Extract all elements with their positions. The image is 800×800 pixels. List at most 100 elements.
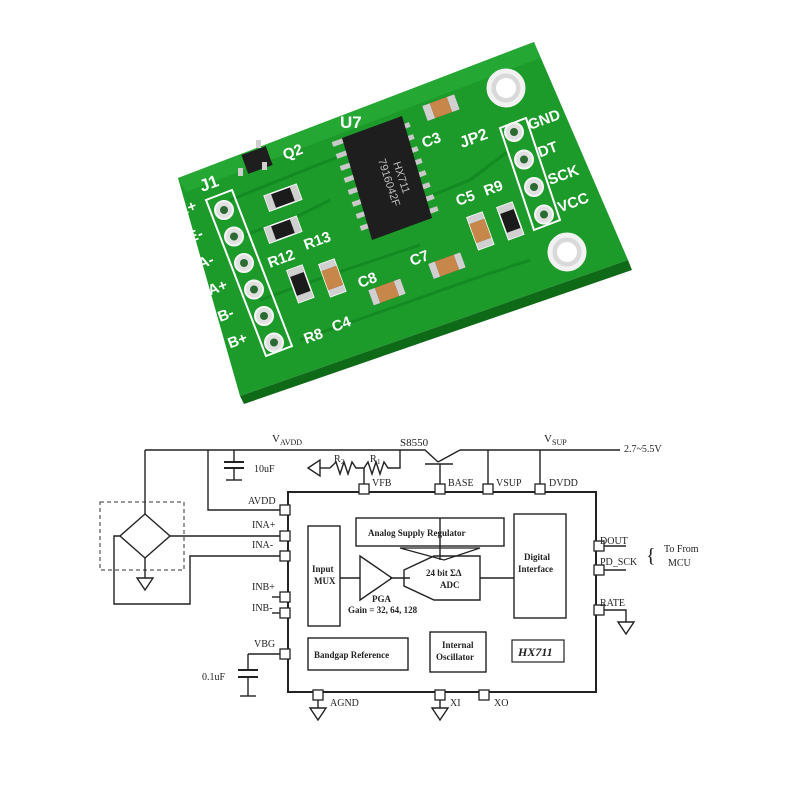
pin-avdd: AVDD	[248, 496, 276, 507]
rail-vsup-prefix: V	[544, 433, 552, 445]
mux-label-line1: Input	[312, 564, 334, 574]
r2-label: R	[334, 454, 341, 465]
jp2-pad-hole-2	[520, 155, 528, 164]
r1-subscript: 1	[377, 458, 381, 466]
pin-base: BASE	[448, 478, 474, 489]
silk-c3: C3	[420, 129, 444, 152]
regulator-label: Analog Supply Regulator	[368, 528, 466, 538]
rate-ground-symbol	[616, 621, 636, 636]
supply-range: 2.7~5.5V	[624, 444, 662, 455]
agnd-ground-symbol	[308, 707, 328, 722]
hx711-chip: HX711 7916042F	[331, 116, 439, 240]
j1-pad-hole-3	[240, 259, 248, 267]
mounting-hole-bottom-center	[557, 242, 577, 262]
pin-inb-plus: INB+	[252, 582, 275, 593]
adc-block	[403, 555, 481, 601]
silk-c5: C5	[454, 187, 478, 210]
jp2-outline	[498, 116, 562, 232]
gain-label: Gain = 32, 64, 128	[348, 605, 418, 615]
pin-rate: RATE	[600, 598, 625, 609]
osc-label-line2: Oscillator	[436, 652, 474, 662]
chip-name-label: HX711	[517, 645, 553, 659]
silk-c7: C7	[408, 247, 432, 270]
schematic-wires	[113, 449, 627, 708]
mcu-label-line1: To From	[664, 544, 699, 555]
silk-r9: R9	[482, 177, 506, 200]
avdd-capacitor	[224, 461, 244, 481]
pin-inb-minus: INB-	[252, 603, 273, 614]
j1-pin-label-3: A-	[196, 251, 217, 272]
bridge-dashed-box	[99, 501, 185, 571]
osc-label-line1: Internal	[442, 640, 474, 650]
jp2-pad-hole-4	[540, 210, 548, 219]
pin-pd-sck: PD_SCK	[600, 557, 638, 568]
j1-pad-hole-1	[220, 206, 228, 214]
pin-vbg: VBG	[254, 639, 275, 650]
xi-ground-symbol	[430, 707, 450, 722]
j1-pad-hole-5	[260, 312, 268, 320]
bridge-ground-symbol	[135, 577, 155, 592]
pin-markers	[279, 483, 605, 701]
vfb-ground-symbol	[306, 458, 321, 478]
adc-label-line2: ADC	[440, 580, 460, 590]
pga-amplifier	[359, 554, 394, 602]
j1-pad-hole-2	[230, 232, 238, 241]
pin-dvdd: DVDD	[549, 478, 578, 489]
pin-dout: DOUT	[600, 536, 628, 547]
j1-pin-label-6: B+	[226, 330, 250, 353]
digital-interface-block	[513, 513, 567, 619]
rail-avdd-label: AVDD	[280, 438, 302, 447]
adc-label-line1: 24 bit ΣΔ	[426, 568, 462, 578]
jp2-pin-label-2: DT	[536, 138, 561, 161]
pin-ina-minus: INA-	[252, 540, 273, 551]
transistor-label: S8550	[400, 437, 429, 449]
cap-01uf-label: 0.1uF	[202, 672, 226, 683]
pga-label: PGA	[372, 594, 391, 604]
regulator-to-adc-ref	[399, 547, 481, 561]
rail-avdd-prefix: V	[272, 433, 280, 445]
pin-agnd: AGND	[330, 698, 359, 709]
silk-c8: C8	[356, 269, 380, 292]
silk-r8: R8	[302, 325, 326, 348]
j1-pin-label-4: A+	[206, 277, 230, 300]
j1-pin-label-5: B-	[216, 304, 237, 325]
load-cell-bridge	[118, 513, 172, 559]
vbg-capacitor	[238, 669, 258, 697]
digital-label-line1: Digital	[524, 552, 550, 562]
r1-label: R	[370, 454, 377, 465]
mounting-hole-top-center	[496, 78, 516, 98]
j1-outline	[204, 188, 294, 358]
bandgap-label: Bandgap Reference	[314, 650, 389, 660]
pin-xi: XI	[450, 698, 461, 709]
cap-10uf-label: 10uF	[254, 464, 275, 475]
rail-vsup-label: SUP	[552, 438, 567, 447]
internal-oscillator-block	[429, 631, 487, 673]
j1-pin-label-1: E+	[176, 197, 200, 219]
pcb-edge-shadow	[240, 260, 632, 404]
silk-c4: C4	[330, 313, 354, 336]
j1-pins: E+ E- A- A+ B- B+	[176, 197, 284, 353]
mcu-label-line2: MCU	[668, 558, 692, 569]
smd-components	[263, 94, 525, 306]
pin-xo: XO	[494, 698, 508, 709]
jp2-pad-hole-1	[510, 128, 518, 136]
r2-subscript: 2	[341, 458, 345, 466]
analog-supply-regulator-block	[355, 517, 505, 547]
pin-ina-plus: INA+	[252, 520, 276, 531]
bandgap-reference-block	[307, 637, 409, 671]
mux-label-line2: MUX	[314, 576, 336, 586]
digital-label-line2: Interface	[518, 564, 553, 574]
mcu-bracket: {	[646, 545, 656, 567]
pin-vsup: VSUP	[496, 478, 522, 489]
chip-name-box	[511, 639, 565, 663]
j1-pin-label-2: E-	[186, 225, 206, 246]
jp2-pad-hole-3	[530, 183, 538, 191]
silk-u7: U7	[340, 113, 362, 132]
input-mux-block	[307, 525, 341, 627]
j1-pad-hole-4	[250, 285, 258, 294]
j1-pad-hole-6	[270, 338, 278, 347]
pin-vfb: VFB	[372, 478, 392, 489]
q2-transistor	[238, 140, 273, 176]
